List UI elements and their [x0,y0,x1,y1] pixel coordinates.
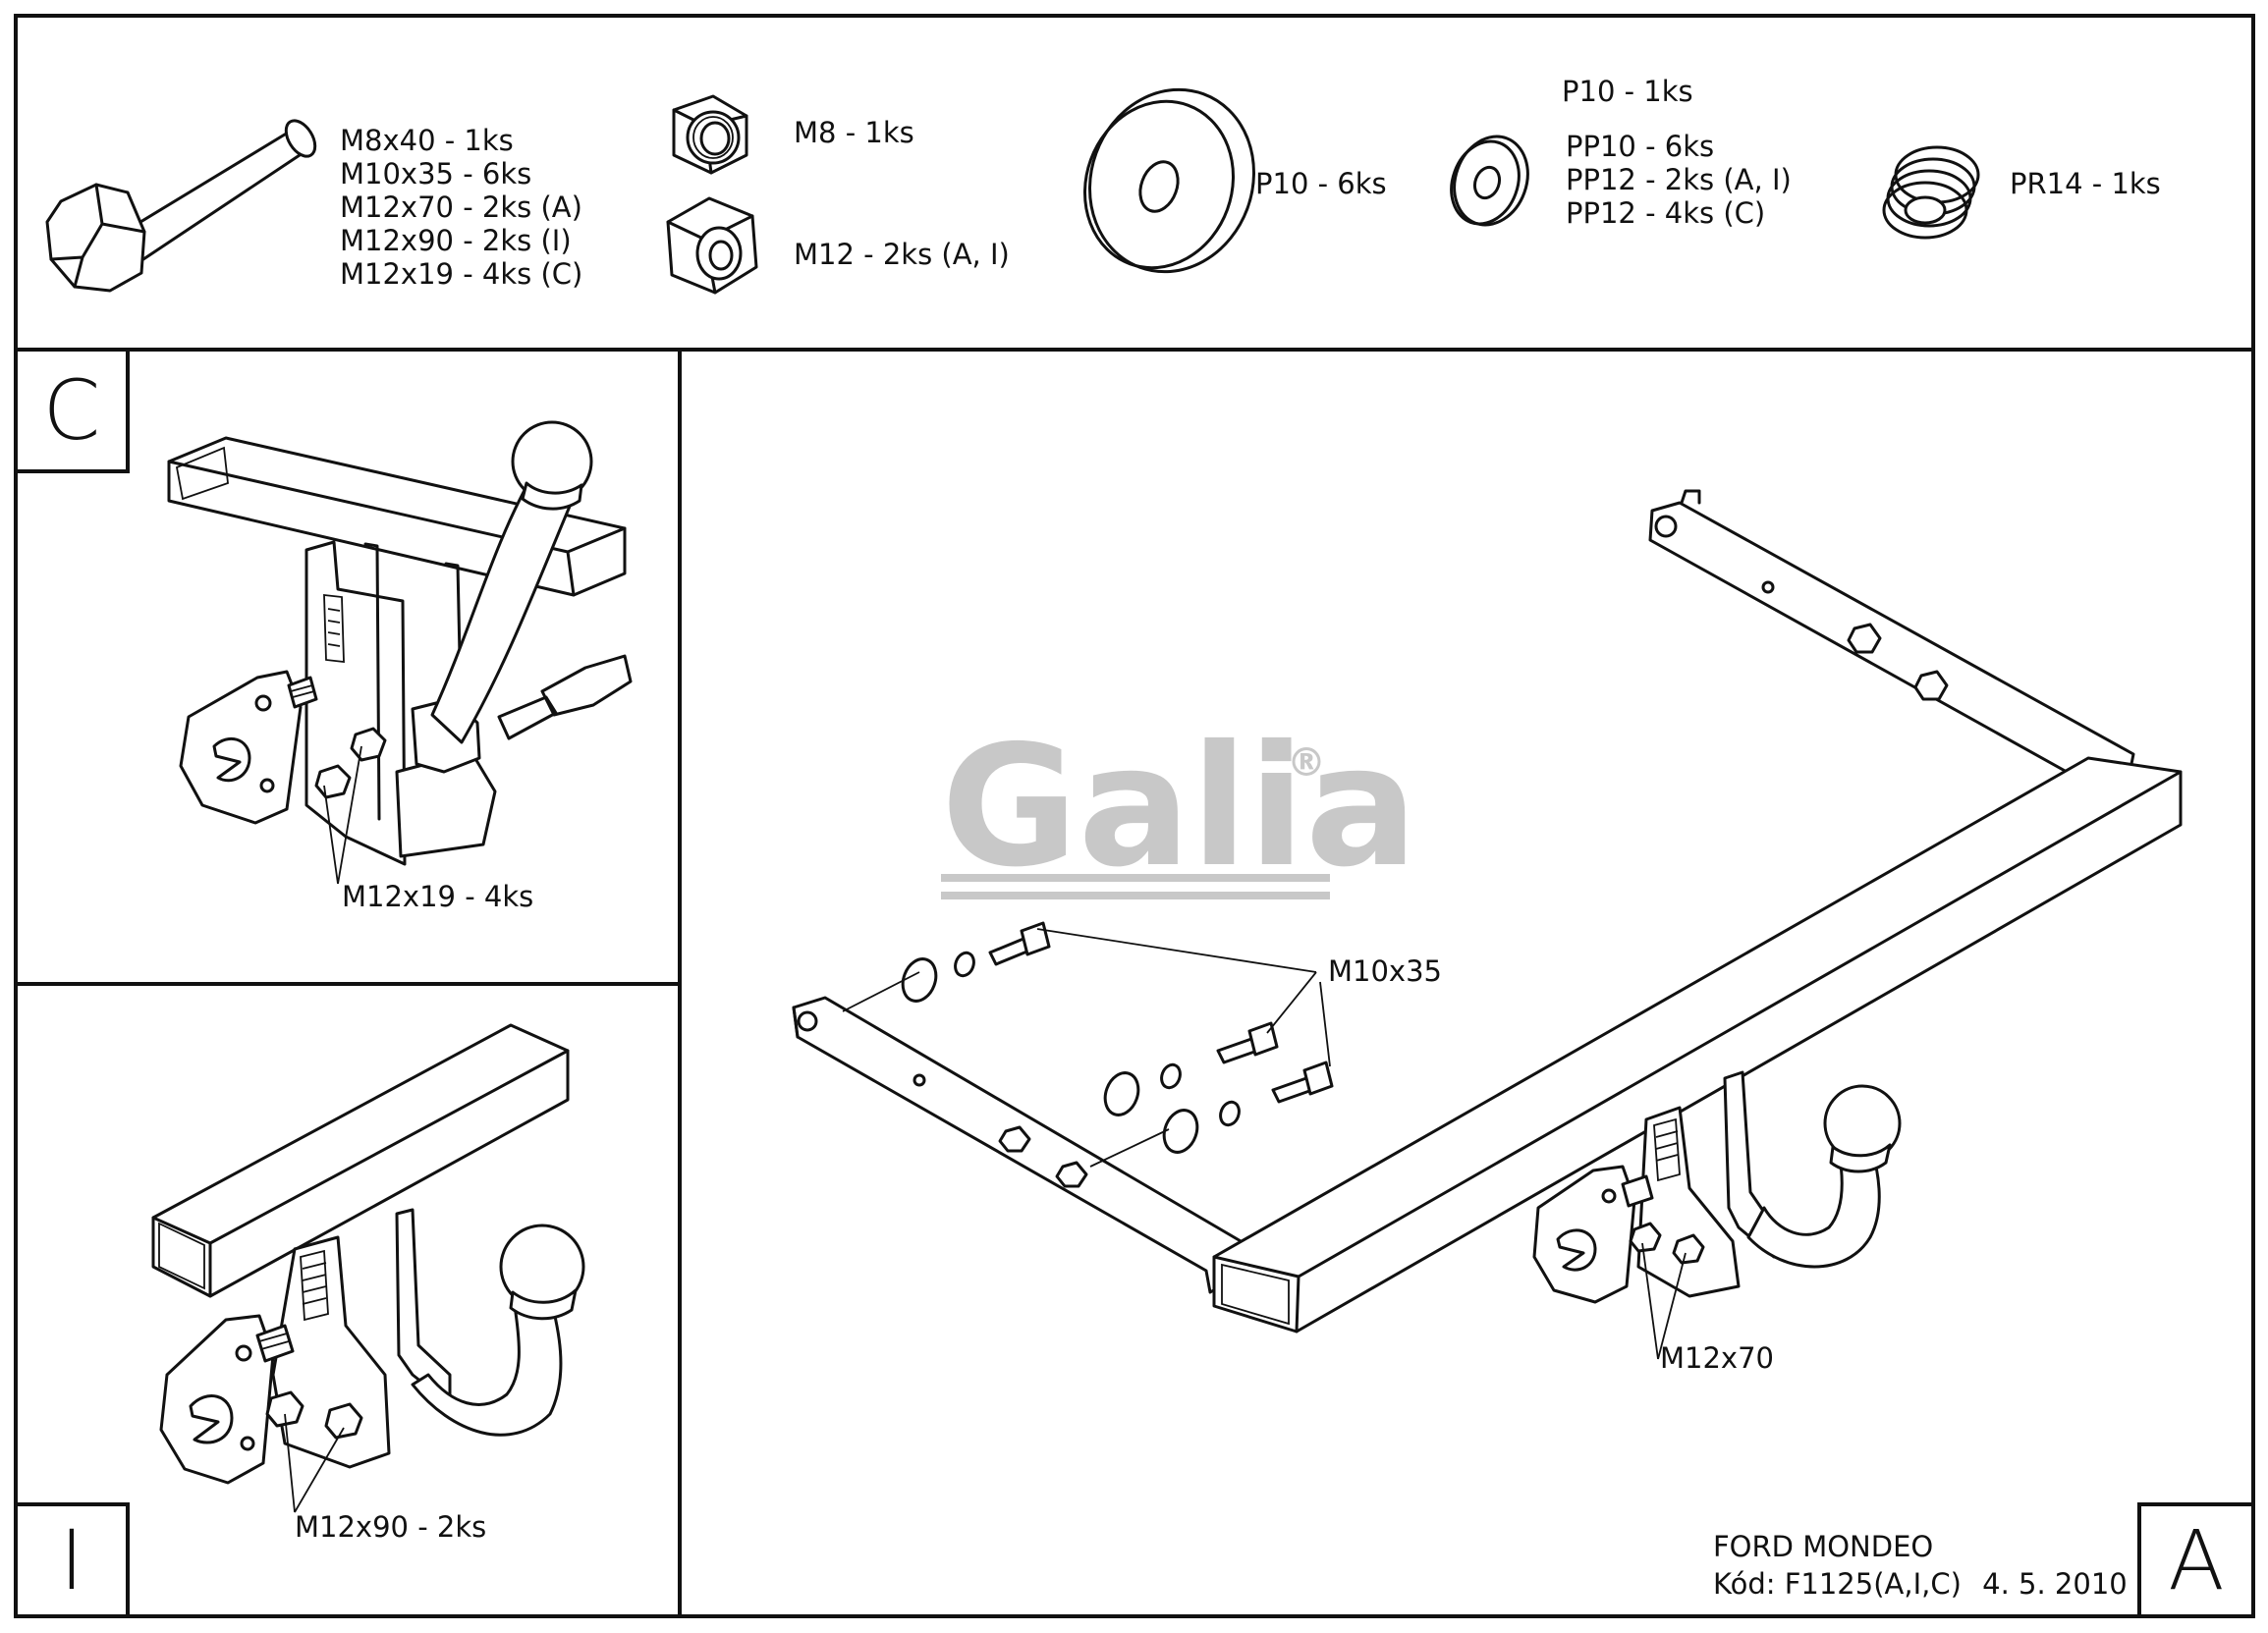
panel-i-callout: M12x90 - 2ks [295,1510,487,1544]
washer-p10-label: P10 - 6ks [1255,167,1387,200]
washer-p10-single-label: P10 - 1ks [1562,75,1693,108]
panel-c-callout-leader [323,745,362,885]
panel-i-drawing [151,1023,585,1485]
spring-washer-pp10: PP10 - 6ks [1566,130,1715,163]
spring-washer-pp12-c: PP12 - 4ks (C) [1566,196,1766,230]
panel-c-drawing [167,420,633,866]
panel-a-letter: A [2137,1502,2255,1618]
spring-label: PR14 - 1ks [2010,167,2161,200]
panel-a-frame [678,348,2255,1618]
nut-m12-label: M12 - 2ks (A, I) [794,238,1010,271]
vehicle-model: FORD MONDEO [1713,1530,1934,1563]
drawing-date: 4. 5. 2010 [1982,1567,2128,1601]
panel-c-callout: M12x19 - 4ks [342,880,534,913]
code-label: Kód: [1713,1567,1776,1601]
panel-a-drawing [792,489,2183,1334]
nut-m8-label: M8 - 1ks [794,116,914,149]
bolt-m12x19: M12x19 - 4ks (C) [340,257,583,291]
spring-washer-pp12-ai: PP12 - 2ks (A, I) [1566,163,1792,196]
panel-a-ball-callout: M12x70 [1660,1341,1774,1375]
code-value: F1125(A,I,C) [1784,1567,1962,1601]
spring-washer-icon [1450,135,1529,227]
bolt-m8x40: M8x40 - 1ks [340,124,514,157]
panel-i-callout-leader [284,1413,345,1513]
panel-c-letter: C [14,348,130,473]
nut-m12-icon [666,196,758,295]
bolt-m12x90: M12x90 - 2ks (I) [340,224,572,257]
spring-washer-list: PP10 - 6ks PP12 - 2ks (A, I) PP12 - 4ks … [1566,130,1792,230]
panel-i-letter: I [14,1502,130,1618]
panel-a-callout-leaders [842,928,1687,1360]
drawing-code-line: Kód: F1125(A,I,C) 4. 5. 2010 [1713,1567,2128,1601]
bolt-icon [45,119,317,293]
bolt-list: M8x40 - 1ks M10x35 - 6ks M12x70 - 2ks (A… [340,124,582,291]
logo-registered: ® [1287,740,1326,786]
bolt-m10x35: M10x35 - 6ks [340,157,532,191]
logo-text: Galia [941,710,1418,904]
spring-icon [1882,145,1980,240]
nut-m8-icon [672,94,748,175]
washer-p10-icon [1082,87,1255,274]
loose-bolts-washers [901,921,1334,1154]
panel-a-bolts-callout: M10x35 [1328,954,1442,988]
logo-icon: Galia ® [941,710,1418,904]
bolt-m12x70: M12x70 - 2ks (A) [340,191,582,224]
